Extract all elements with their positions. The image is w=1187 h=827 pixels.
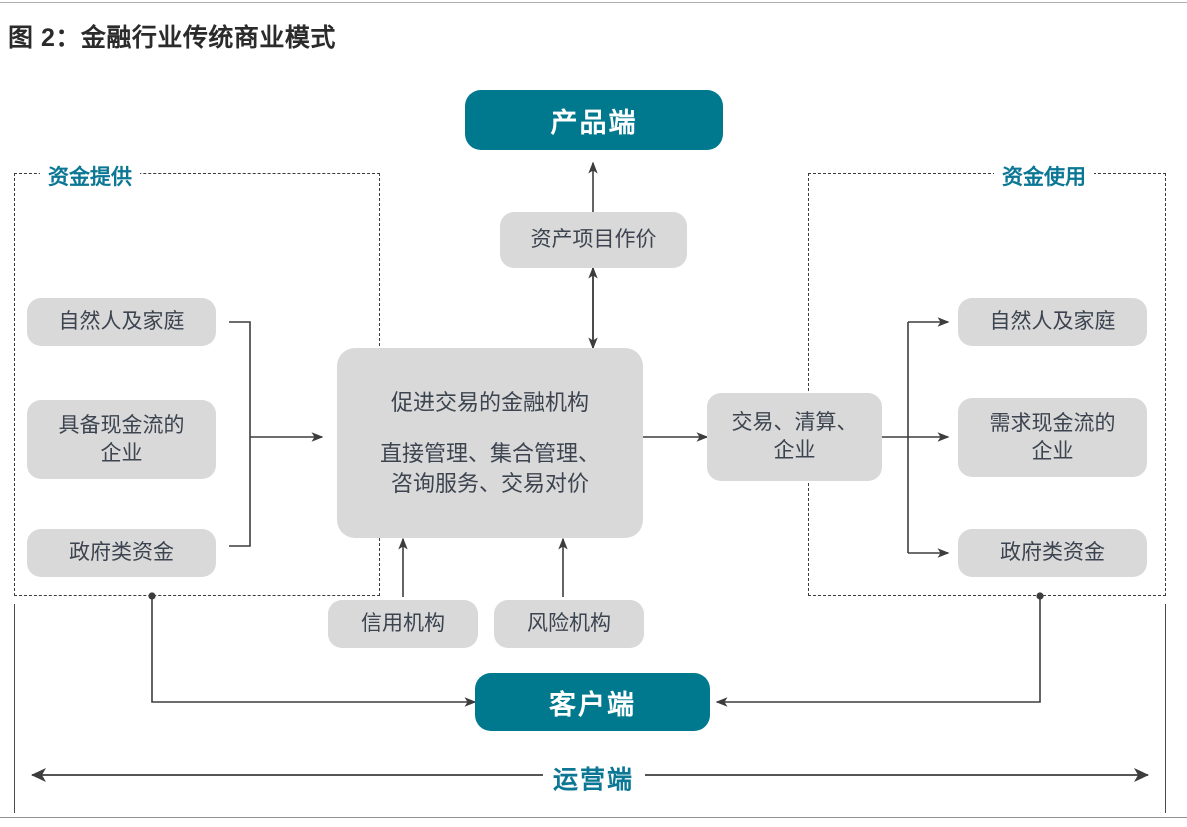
node-right-cashflow-enterprise[interactable]: 需求现金流的 企业 bbox=[958, 398, 1147, 477]
node-left-cashflow-enterprise-label: 具备现金流的 企业 bbox=[58, 413, 185, 465]
node-client-end[interactable]: 客户端 bbox=[475, 673, 710, 731]
node-operation-end-label: 运营端 bbox=[543, 760, 645, 796]
node-financial-institution[interactable]: 促进交易的金融机构 直接管理、集合管理、 咨询服务、交易对价 bbox=[337, 348, 643, 538]
bottom-divider-rule bbox=[0, 817, 1187, 818]
node-left-cashflow-enterprise[interactable]: 具备现金流的 企业 bbox=[27, 400, 216, 479]
node-financial-institution-line1: 促进交易的金融机构 bbox=[390, 390, 589, 416]
left-frame-line bbox=[14, 604, 15, 813]
node-transaction-clearing-line1: 交易、清算、 bbox=[731, 411, 858, 435]
node-credit-institution[interactable]: 信用机构 bbox=[328, 600, 478, 648]
node-left-government-fund-label: 政府类资金 bbox=[69, 541, 174, 565]
node-right-government-fund[interactable]: 政府类资金 bbox=[958, 529, 1147, 577]
node-product-end[interactable]: 产品端 bbox=[465, 90, 723, 150]
node-asset-pricing[interactable]: 资产项目作价 bbox=[500, 212, 687, 268]
funding-supply-group-label: 资金提供 bbox=[40, 161, 140, 191]
right-frame-line bbox=[1165, 604, 1166, 813]
node-right-natural-person-label: 自然人及家庭 bbox=[989, 310, 1116, 334]
node-transaction-clearing-line2: 企业 bbox=[773, 439, 816, 462]
node-risk-institution-label: 风险机构 bbox=[527, 612, 611, 636]
node-left-natural-person[interactable]: 自然人及家庭 bbox=[27, 298, 216, 346]
node-client-end-label: 客户端 bbox=[549, 689, 636, 720]
node-transaction-clearing[interactable]: 交易、清算、 企业 bbox=[707, 393, 882, 481]
link-right-group-to-client bbox=[715, 596, 1041, 707]
funding-usage-group-label: 资金使用 bbox=[994, 161, 1094, 191]
figure-title: 图 2：金融行业传统商业模式 bbox=[8, 24, 336, 52]
node-financial-institution-line3: 咨询服务、交易对价 bbox=[390, 470, 589, 496]
funding-usage-group bbox=[808, 173, 1166, 596]
node-right-government-fund-label: 政府类资金 bbox=[1000, 541, 1105, 565]
node-product-end-label: 产品端 bbox=[550, 107, 638, 138]
node-asset-pricing-label: 资产项目作价 bbox=[530, 228, 657, 252]
node-risk-institution[interactable]: 风险机构 bbox=[494, 600, 644, 648]
node-credit-institution-label: 信用机构 bbox=[361, 612, 445, 636]
node-financial-institution-line2: 直接管理、集合管理、 bbox=[379, 441, 600, 467]
node-left-government-fund[interactable]: 政府类资金 bbox=[27, 529, 216, 577]
top-divider-rule bbox=[0, 2, 1187, 3]
node-right-natural-person[interactable]: 自然人及家庭 bbox=[958, 298, 1147, 346]
node-left-natural-person-label: 自然人及家庭 bbox=[58, 310, 185, 334]
node-right-cashflow-enterprise-label: 需求现金流的 企业 bbox=[989, 411, 1116, 463]
